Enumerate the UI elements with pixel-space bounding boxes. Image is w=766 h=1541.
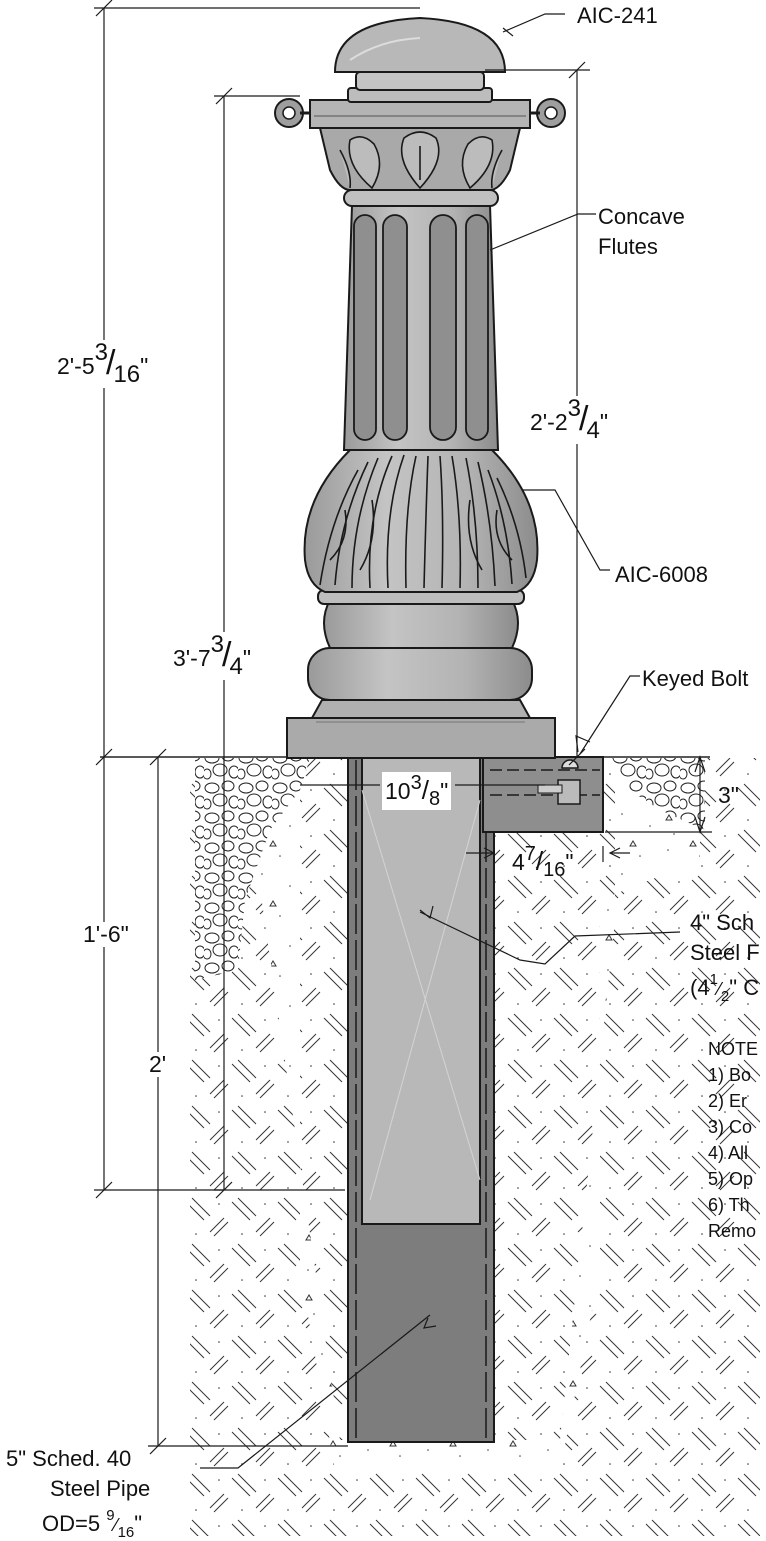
overall-height-whole: 2'-5 <box>57 353 95 379</box>
note-item: 2) Er <box>708 1091 748 1111</box>
bolt-offset-num: 7 <box>524 843 536 865</box>
note-item: 5) Op <box>708 1169 754 1189</box>
bolt-offset-unit: " <box>565 849 574 875</box>
pipe5-od-den: 16 <box>117 1524 135 1541</box>
pipe5-od-post: " <box>134 1511 143 1536</box>
base-width-num: 3 <box>410 772 422 794</box>
flutes-callout-line1: Concave <box>598 204 685 229</box>
below-cap-den: 4 <box>229 653 243 680</box>
keyed-bolt-label: Keyed Bolt <box>642 666 749 691</box>
embed-depth-dim: 1'-6" <box>80 922 132 947</box>
body-height-dim: 2'-23/4" <box>527 396 611 444</box>
body-callout-label: AIC-6008 <box>615 562 708 587</box>
pipe-4-inch <box>361 757 481 1225</box>
pipe4-od-den: 2 <box>720 988 730 1005</box>
gravel-right <box>612 758 705 830</box>
pipe5-callout-line2: Steel Pipe <box>50 1476 151 1501</box>
note-item: 6) Th <box>708 1195 750 1215</box>
bolt-offset-whole: 4 <box>512 849 525 875</box>
bolt-footing-block <box>482 756 604 833</box>
pipe-depth-dim: 2' <box>146 1052 170 1077</box>
note-item: 3) Co <box>708 1117 753 1137</box>
body-height-den: 4 <box>586 417 600 444</box>
body-height-whole: 2'-2 <box>530 409 568 435</box>
below-cap-height-dim: 3'-73/4" <box>170 632 254 680</box>
bolt-offset-den: 16 <box>543 859 566 881</box>
overall-height-dim: 2'-53/16" <box>54 339 152 388</box>
bollard-casting <box>274 16 566 759</box>
below-cap-num: 3 <box>210 631 224 658</box>
base-width-dim: 103/8" <box>382 772 452 810</box>
pipe4-od-whole: (4 <box>690 975 710 1000</box>
overall-height-den: 16 <box>113 361 141 388</box>
bolt-offset-dim: 47/16" <box>512 843 574 881</box>
below-cap-whole: 3'-7 <box>173 645 211 671</box>
note-item: 4) All <box>708 1143 749 1163</box>
pipe5-callout-line1: 5" Sched. 40 <box>6 1446 132 1471</box>
base-width-den: 8 <box>428 788 441 810</box>
base-width-whole: 10 <box>385 778 411 804</box>
pipe4-callout-line1: 4" Sch <box>690 910 755 935</box>
note-item: Remo <box>708 1221 757 1241</box>
pipe4-callout-line3: (41⁄2" C <box>690 971 760 1005</box>
body-height-unit: " <box>599 409 608 435</box>
pipe5-od-whole: OD=5 <box>42 1511 107 1536</box>
cap-callout-label: AIC-241 <box>577 3 658 28</box>
base-width-unit: " <box>440 778 449 804</box>
overall-height-unit: " <box>140 353 149 379</box>
note-item: 1) Bo <box>708 1065 752 1085</box>
pipe4-od-post: " C <box>729 975 760 1000</box>
footing-depth-dim: 3" <box>718 782 739 808</box>
flutes-callout-line2: Flutes <box>598 234 658 259</box>
below-cap-unit: " <box>242 645 251 671</box>
overall-height-num: 3 <box>94 339 108 366</box>
pipe4-callout-line2: Steel F <box>690 940 760 965</box>
callout-leaders <box>200 13 681 1469</box>
pipe4-od-num: 1 <box>709 971 718 988</box>
pipe5-callout-line3: OD=5 9⁄16" <box>42 1507 143 1541</box>
notes-block: NOTE 1) Bo 2) Er 3) Co 4) All 5) Op 6) T… <box>708 1036 766 1244</box>
body-height-num: 3 <box>567 395 581 422</box>
concrete-footing <box>250 758 700 1470</box>
pipe5-od-num: 9 <box>106 1507 115 1524</box>
notes-title: NOTE <box>708 1039 759 1059</box>
